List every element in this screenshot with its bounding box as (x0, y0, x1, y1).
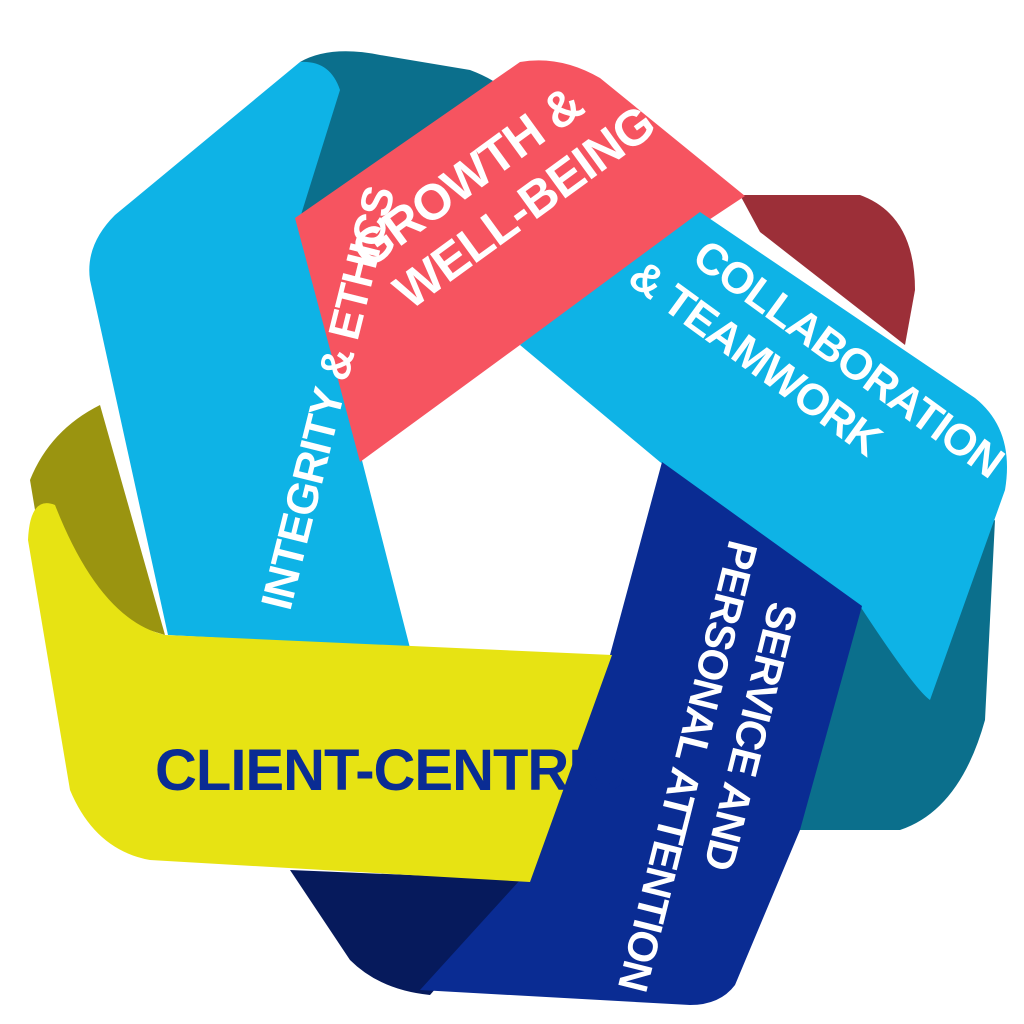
collaboration-band (520, 212, 1007, 700)
client-label: CLIENT-CENTRIC (155, 738, 624, 803)
service-fold (290, 870, 530, 995)
growth-band (295, 60, 745, 462)
client-band (28, 503, 612, 882)
growth-fold (740, 195, 915, 345)
integrity-band (89, 61, 411, 648)
